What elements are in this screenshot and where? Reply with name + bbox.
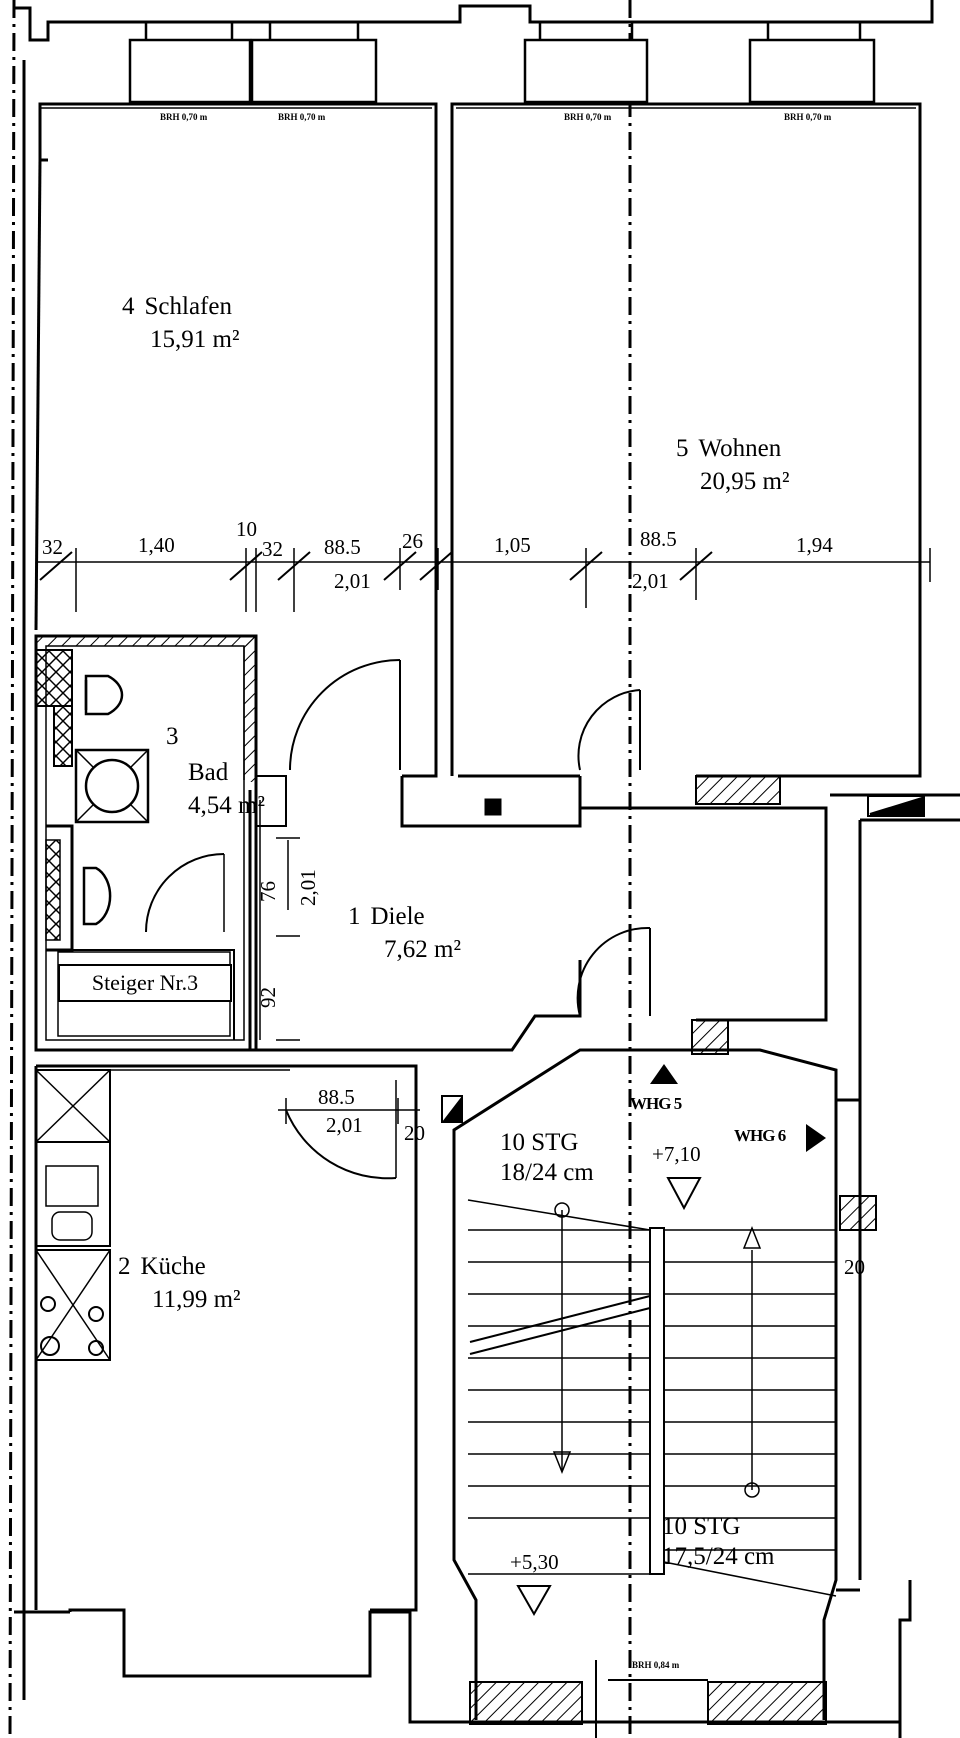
wall-hatch-bad — [35, 636, 256, 941]
dim-2-01-right: 2,01 — [632, 569, 669, 593]
dim-32-left: 32 — [42, 535, 63, 559]
room-label-bad: Bad 4,54 m² — [188, 756, 265, 822]
room-number: 5 — [676, 435, 689, 462]
window-label-2: BRH 0,70 m — [278, 112, 326, 122]
room-area: 15,91 m² — [150, 326, 240, 353]
stair-dimensions: 17,5/24 cm — [662, 1543, 775, 1570]
dim-32-right: 32 — [262, 537, 283, 561]
riser-label: Steiger Nr.3 — [58, 964, 232, 1002]
level-lower: +5,30 — [510, 1550, 559, 1574]
room-wohnen-walls — [450, 102, 922, 778]
room-area: 11,99 m² — [152, 1286, 241, 1313]
dim-20-kitchen: 20 — [404, 1121, 425, 1145]
dim-2-01-kitchen: 2,01 — [326, 1113, 363, 1137]
window-label-1: BRH 0,70 m — [160, 112, 208, 122]
dim-88-5-right: 88.5 — [640, 527, 677, 551]
outer-walls — [14, 0, 960, 1738]
door-swings — [289, 659, 651, 1017]
dim-2-01-left: 2,01 — [334, 569, 371, 593]
bad-fixtures — [74, 674, 225, 933]
room-area: 7,62 m² — [384, 936, 461, 963]
window-label-5: BRH 0,84 m — [632, 1660, 680, 1670]
dim-88-5-left: 88.5 — [324, 535, 361, 559]
dim-10: 10 — [236, 517, 257, 541]
room-name: Schlafen — [144, 293, 232, 320]
room-name: Bad — [188, 759, 229, 786]
stair-dimensions: 18/24 cm — [500, 1159, 594, 1186]
hatched-walls — [469, 775, 925, 1725]
staircase — [452, 1048, 860, 1738]
room-label-diele: 1 Diele 7,62 m² — [348, 900, 461, 966]
stair-steps: 10 STG — [662, 1513, 741, 1540]
room-name: Küche — [140, 1253, 206, 1280]
stair-steps: 10 STG — [500, 1129, 579, 1156]
room-schlafen-walls — [34, 102, 438, 778]
stair-label-upper: 10 STG 18/24 cm — [500, 1128, 594, 1188]
room-diele-walls — [248, 776, 828, 1052]
dim-20-stair: 20 — [844, 1255, 865, 1279]
dim-1-40: 1,40 — [138, 533, 175, 557]
room-name: Wohnen — [698, 435, 782, 462]
room-number: 2 — [118, 1253, 131, 1280]
whg6-label: WHG 6 — [734, 1126, 786, 1145]
room-number: 1 — [348, 903, 361, 930]
room-label-kueche: 2 Küche 11,99 m² — [118, 1250, 241, 1316]
dim-92: 92 — [256, 987, 280, 1008]
room-number: 4 — [122, 293, 135, 320]
room-label-schlafen: 4 Schlafen 15,91 m² — [122, 290, 239, 356]
dimension-chain — [36, 548, 931, 1124]
dim-76: 76 — [256, 881, 280, 902]
top-windows — [128, 22, 876, 104]
dim-1-94: 1,94 — [796, 533, 833, 557]
room-number: 3 — [166, 723, 179, 750]
dim-26: 26 — [402, 529, 423, 553]
room-label-wohnen: 5 Wohnen 20,95 m² — [676, 432, 789, 498]
room-area: 20,95 m² — [700, 468, 790, 495]
dim-1-05: 1,05 — [494, 533, 531, 557]
dim-2-01-vertical: 2,01 — [296, 869, 320, 906]
dim-88-5-kitchen: 88.5 — [318, 1085, 355, 1109]
stair-label-lower: 10 STG 17,5/24 cm — [662, 1512, 775, 1572]
whg5-label: WHG 5 — [630, 1094, 682, 1113]
level-upper: +7,10 — [652, 1142, 701, 1166]
room-name: Diele — [370, 903, 425, 930]
property-lines — [8, 0, 632, 1738]
room-area: 4,54 m² — [188, 792, 265, 819]
room-label-bad-number: 3 — [166, 720, 179, 753]
room-kueche-walls — [34, 1064, 463, 1612]
window-label-3: BRH 0,70 m — [564, 112, 612, 122]
window-label-4: BRH 0,70 m — [784, 112, 832, 122]
